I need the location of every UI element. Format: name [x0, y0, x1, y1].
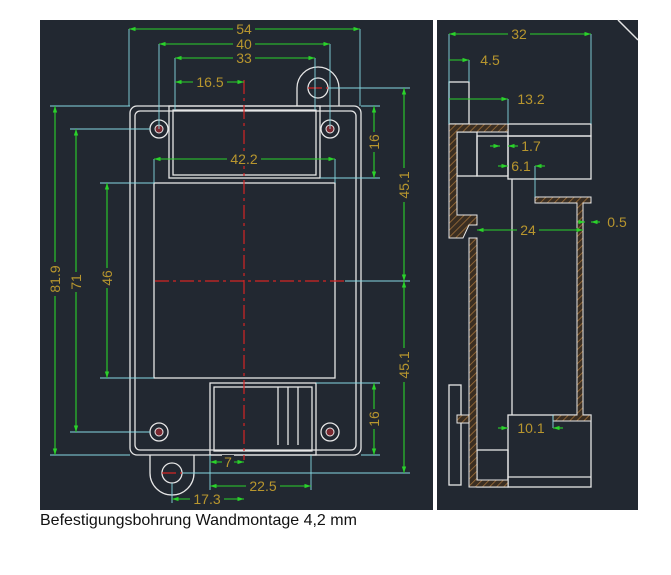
side-view: 32 4.5 13.2 1.7 6.1 24 0.5 10.1 [437, 19, 639, 510]
dim-0-5: 0.5 [607, 214, 627, 230]
dim-81-9: 81.9 [47, 265, 63, 292]
dim-40: 40 [236, 36, 252, 52]
dim-71: 71 [68, 274, 84, 290]
dim-6-1: 6.1 [511, 158, 531, 174]
front-dimension-labels: 54 40 33 16.5 42.2 16 45.1 45.1 81.9 71 … [47, 21, 412, 507]
dim-4-5: 4.5 [480, 52, 500, 68]
dim-32: 32 [511, 26, 527, 42]
dim-33: 33 [236, 50, 252, 66]
dim-42-2: 42.2 [230, 151, 257, 167]
dim-45-1-top: 45.1 [396, 171, 412, 198]
dim-24: 24 [520, 222, 536, 238]
dim-46: 46 [99, 270, 115, 286]
dim-22-5: 22.5 [249, 478, 276, 494]
dim-10-1: 10.1 [517, 420, 544, 436]
dim-16-top: 16 [366, 134, 382, 150]
caption: Befestigungsbohrung Wandmontage 4,2 mm [40, 512, 357, 529]
top-mounting-tab [296, 66, 340, 106]
dim-16-5: 16.5 [196, 74, 223, 90]
dim-17-3: 17.3 [193, 491, 220, 507]
dim-45-1-bottom: 45.1 [396, 351, 412, 378]
dim-1-7: 1.7 [521, 138, 541, 154]
side-dimension-labels: 32 4.5 13.2 1.7 6.1 24 0.5 10.1 [480, 26, 627, 436]
dim-54: 54 [236, 21, 252, 37]
dim-13-2: 13.2 [517, 91, 544, 107]
dim-7: 7 [224, 454, 232, 470]
dim-16-bottom: 16 [366, 411, 382, 427]
front-view: 54 40 33 16.5 42.2 16 45.1 45.1 81.9 71 … [40, 20, 433, 510]
